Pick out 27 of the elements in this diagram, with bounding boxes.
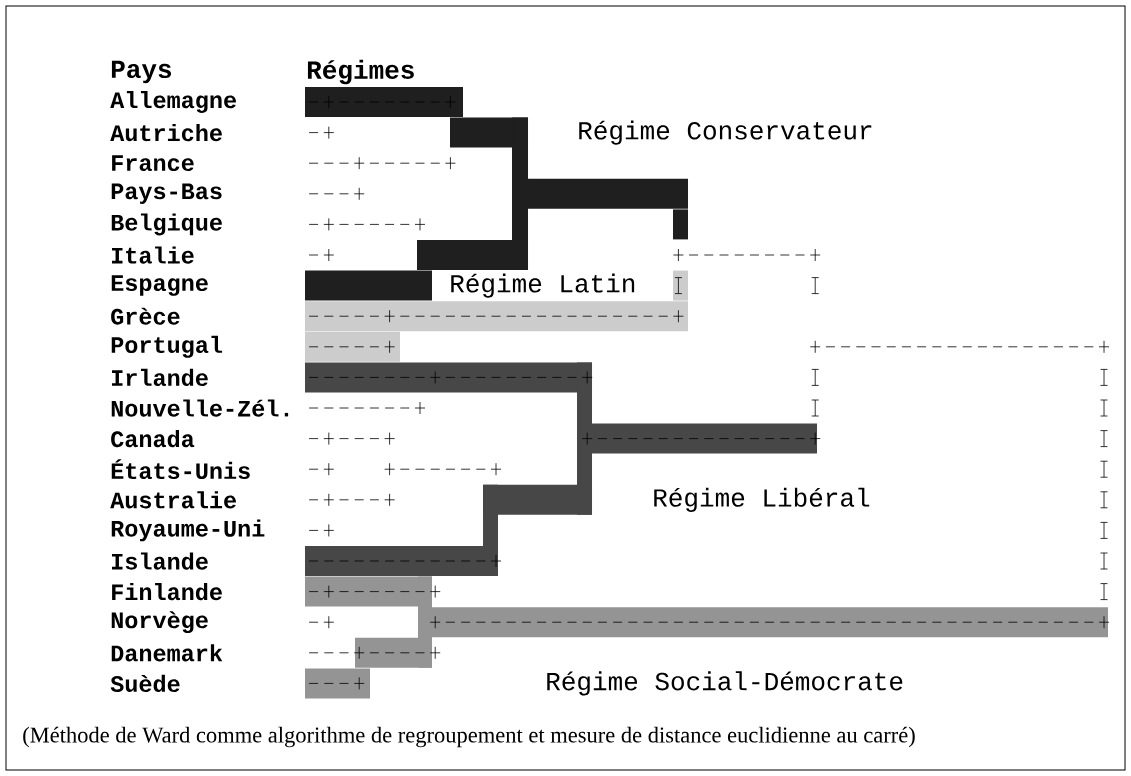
country-label: Irlande bbox=[112, 368, 208, 387]
country-label: Pays-Bas bbox=[111, 183, 222, 204]
cluster-label: Régime Conservateur bbox=[577, 120, 874, 145]
country-label: Royaume-Uni bbox=[111, 519, 265, 542]
country-label: Finlande bbox=[112, 583, 222, 601]
country-label: France bbox=[112, 155, 194, 172]
country-label: Italie bbox=[112, 246, 194, 264]
country-label: Islande bbox=[112, 552, 208, 570]
column-heading: Régimes bbox=[307, 59, 414, 85]
caption: (Méthode de Ward comme algorithme de regroupement et mesure de distance euclidienne au carré) bbox=[23, 726, 915, 748]
country-label: Canada bbox=[111, 430, 195, 448]
country-label: Suède bbox=[110, 674, 180, 693]
country-label: Australie bbox=[110, 491, 236, 509]
cluster-label: Régime Social-Démocrate bbox=[545, 671, 905, 696]
country-label: Danemark bbox=[111, 644, 223, 662]
country-label: Allemagne bbox=[110, 91, 236, 113]
country-label: Nouvelle-Zél. bbox=[111, 399, 289, 417]
cluster-label: Régime Latin bbox=[449, 273, 637, 298]
country-label: Autriche bbox=[110, 124, 222, 142]
country-label: États-Unis bbox=[111, 459, 250, 480]
country-label: Belgique bbox=[111, 213, 222, 236]
cluster-label: Régime Libéral bbox=[652, 487, 871, 512]
country-label: Norvège bbox=[111, 611, 208, 634]
country-label: Grèce bbox=[111, 307, 180, 325]
country-label: Espagne bbox=[111, 275, 208, 296]
country-label: Portugal bbox=[111, 335, 223, 358]
column-heading: Pays bbox=[111, 60, 171, 84]
